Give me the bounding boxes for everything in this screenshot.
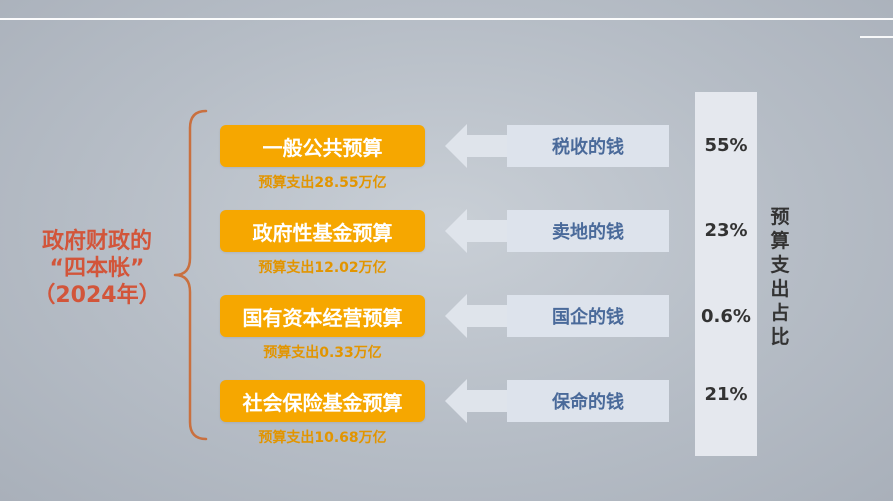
source-label: 保命的钱 — [552, 392, 624, 413]
title-line-3: （2024年） — [33, 283, 161, 308]
source-label: 卖地的钱 — [552, 222, 624, 243]
four-accounts-title: 政府财政的 “四本帐” （2024年） — [22, 228, 172, 309]
spend-amount: 预算支出0.33万亿 — [263, 345, 382, 361]
ratio-label-char: 算 — [770, 230, 790, 252]
budget-label: 社会保险基金预算 — [242, 390, 403, 415]
source-box-land: 卖地的钱 — [507, 210, 669, 252]
ratio-label-char: 支 — [770, 254, 790, 276]
budget-box-state-capital: 国有资本经营预算 — [220, 295, 425, 337]
left-arrow-icon — [445, 379, 509, 423]
budget-box-government-fund: 政府性基金预算 — [220, 210, 425, 252]
left-arrow-icon — [445, 124, 509, 168]
budget-label: 国有资本经营预算 — [242, 305, 403, 330]
spend-amount: 预算支出10.68万亿 — [258, 430, 387, 446]
ratio-value: 21% — [704, 384, 748, 405]
budget-box-general-public: 一般公共预算 — [220, 125, 425, 167]
budget-box-social-insurance: 社会保险基金预算 — [220, 380, 425, 422]
budget-label: 一般公共预算 — [262, 135, 383, 160]
source-box-soe: 国企的钱 — [507, 295, 669, 337]
spend-amount: 预算支出28.55万亿 — [258, 175, 387, 191]
ratio-panel — [695, 92, 757, 456]
source-box-insurance: 保命的钱 — [507, 380, 669, 422]
ratio-label-char: 比 — [770, 326, 790, 348]
ratio-label-char: 预 — [770, 206, 790, 228]
ratio-label-char: 占 — [770, 302, 790, 324]
budget-label: 政府性基金预算 — [252, 220, 393, 245]
source-box-tax: 税收的钱 — [507, 125, 669, 167]
ratio-label-char: 出 — [770, 278, 790, 300]
title-line-2: “四本帐” — [49, 256, 145, 281]
top-right-dash — [860, 36, 893, 38]
title-line-1: 政府财政的 — [41, 229, 152, 254]
source-label: 税收的钱 — [552, 137, 624, 158]
left-arrow-icon — [445, 209, 509, 253]
top-divider-line — [0, 18, 893, 20]
left-arrow-icon — [445, 294, 509, 338]
ratio-value: 55% — [704, 135, 748, 156]
spend-amount: 预算支出12.02万亿 — [258, 260, 387, 276]
ratio-vertical-label: 预 算 支 出 占 比 — [765, 205, 795, 349]
ratio-value: 23% — [704, 220, 748, 241]
source-label: 国企的钱 — [552, 307, 624, 328]
ratio-value: 0.6% — [701, 306, 751, 327]
left-brace — [173, 109, 208, 441]
